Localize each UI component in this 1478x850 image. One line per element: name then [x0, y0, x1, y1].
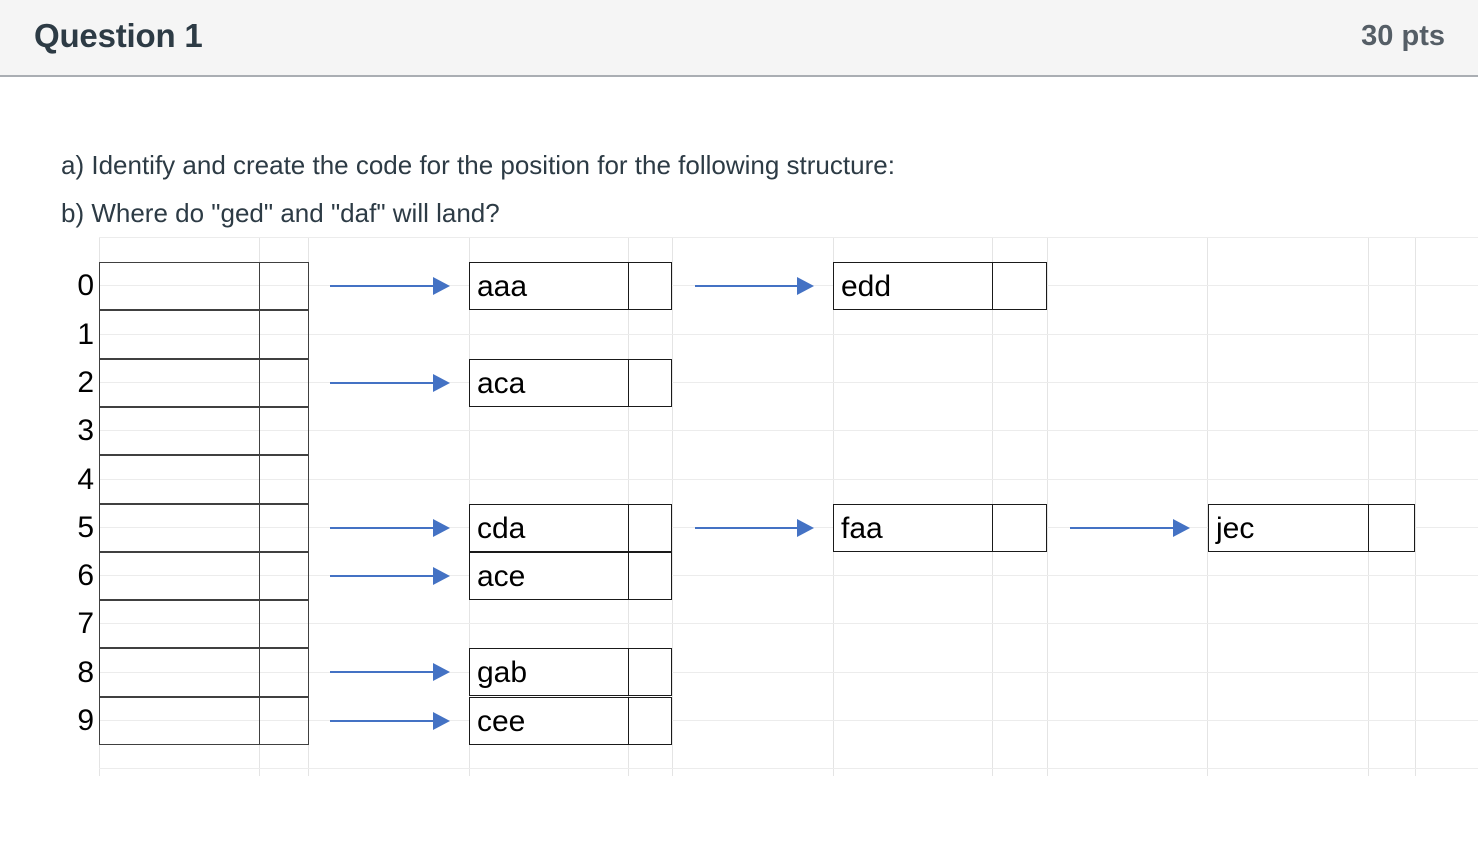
arrow-shaft: [330, 720, 435, 722]
list-node-divider: [628, 263, 629, 309]
pointer-arrow-icon: [695, 519, 814, 537]
bucket-index-label: 3: [77, 414, 94, 447]
list-node-key: aca: [477, 367, 526, 400]
page-title: Question 1: [34, 17, 203, 54]
list-node-key: gab: [477, 656, 528, 689]
bucket-slot[interactable]: [99, 359, 260, 407]
arrow-shaft: [330, 575, 435, 577]
prompt-line-a: a) Identify and create the code for the …: [61, 150, 895, 180]
bucket-index-label: 1: [77, 318, 94, 351]
arrow-head: [797, 277, 814, 295]
list-node[interactable]: aca: [469, 359, 672, 407]
bucket-slot[interactable]: [99, 697, 260, 745]
bucket-slot[interactable]: [99, 455, 260, 504]
pointer-arrow-icon: [330, 712, 450, 730]
bucket-slot[interactable]: [99, 262, 260, 310]
list-node-divider: [1368, 505, 1369, 551]
pointer-arrow-icon: [330, 567, 450, 585]
bucket-slot[interactable]: [99, 600, 260, 648]
pointer-arrow-icon: [330, 663, 450, 681]
bucket-pointer-cell[interactable]: [259, 600, 309, 648]
list-node-divider: [992, 263, 993, 309]
bucket-slot[interactable]: [99, 504, 260, 552]
bucket-slot[interactable]: [99, 407, 260, 455]
bucket-index-label: 5: [77, 511, 94, 544]
bucket-pointer-cell[interactable]: [259, 648, 309, 697]
bucket-pointer-cell[interactable]: [259, 310, 309, 359]
list-node-divider: [628, 698, 629, 744]
bucket-pointer-cell[interactable]: [259, 697, 309, 745]
list-node[interactable]: cda: [469, 504, 672, 552]
list-node-divider: [992, 505, 993, 551]
list-node-key: jec: [1216, 512, 1255, 545]
list-node[interactable]: faa: [833, 504, 1047, 552]
pointer-arrow-icon: [1070, 519, 1190, 537]
bucket-index-label: 6: [77, 559, 94, 592]
arrow-head: [433, 277, 450, 295]
list-node-divider: [628, 360, 629, 406]
bucket-pointer-cell[interactable]: [259, 262, 309, 310]
pointer-arrow-icon: [330, 374, 450, 392]
arrow-shaft: [695, 285, 799, 287]
bucket-pointer-cell[interactable]: [259, 552, 309, 600]
bucket-index-label: 2: [77, 366, 94, 399]
list-node-divider: [628, 649, 629, 695]
bucket-index-label: 7: [77, 607, 94, 640]
list-node[interactable]: cee: [469, 697, 672, 745]
list-node[interactable]: gab: [469, 648, 672, 696]
bucket-index-label: 0: [77, 269, 94, 302]
arrow-head: [433, 374, 450, 392]
list-node[interactable]: aaa: [469, 262, 672, 310]
question-header: Question 1 30 pts: [0, 0, 1478, 77]
pointer-arrow-icon: [695, 277, 814, 295]
list-node-divider: [628, 553, 629, 599]
points-badge: 30 pts: [1361, 20, 1445, 52]
arrow-shaft: [330, 527, 435, 529]
list-node-key: ace: [477, 560, 526, 593]
list-node-key: faa: [841, 512, 883, 545]
prompt-line-b: b) Where do "ged" and "daf" will land?: [61, 198, 500, 228]
list-node-key: aaa: [477, 270, 528, 303]
pointer-arrow-icon: [330, 277, 450, 295]
arrow-head: [433, 712, 450, 730]
arrow-shaft: [330, 382, 435, 384]
list-node[interactable]: edd: [833, 262, 1047, 310]
arrow-shaft: [330, 671, 435, 673]
bucket-slot[interactable]: [99, 552, 260, 600]
arrow-head: [433, 663, 450, 681]
arrow-head: [433, 567, 450, 585]
list-node-key: cda: [477, 512, 526, 545]
bucket-index-label: 4: [77, 463, 94, 496]
bucket-index-label: 8: [77, 656, 94, 689]
arrow-shaft: [330, 285, 435, 287]
list-node[interactable]: jec: [1208, 504, 1415, 552]
bucket-slot[interactable]: [99, 310, 260, 359]
bucket-pointer-cell[interactable]: [259, 455, 309, 504]
bucket-pointer-cell[interactable]: [259, 359, 309, 407]
arrow-head: [433, 519, 450, 537]
bucket-slot[interactable]: [99, 648, 260, 697]
list-node-key: cee: [477, 705, 526, 738]
pointer-arrow-icon: [330, 519, 450, 537]
bucket-pointer-cell[interactable]: [259, 407, 309, 455]
arrow-shaft: [695, 527, 799, 529]
list-node-key: edd: [841, 270, 892, 303]
arrow-head: [797, 519, 814, 537]
bucket-index-label: 9: [77, 704, 94, 737]
arrow-shaft: [1070, 527, 1175, 529]
bucket-pointer-cell[interactable]: [259, 504, 309, 552]
list-node[interactable]: ace: [469, 552, 672, 600]
list-node-divider: [628, 505, 629, 551]
arrow-head: [1173, 519, 1190, 537]
